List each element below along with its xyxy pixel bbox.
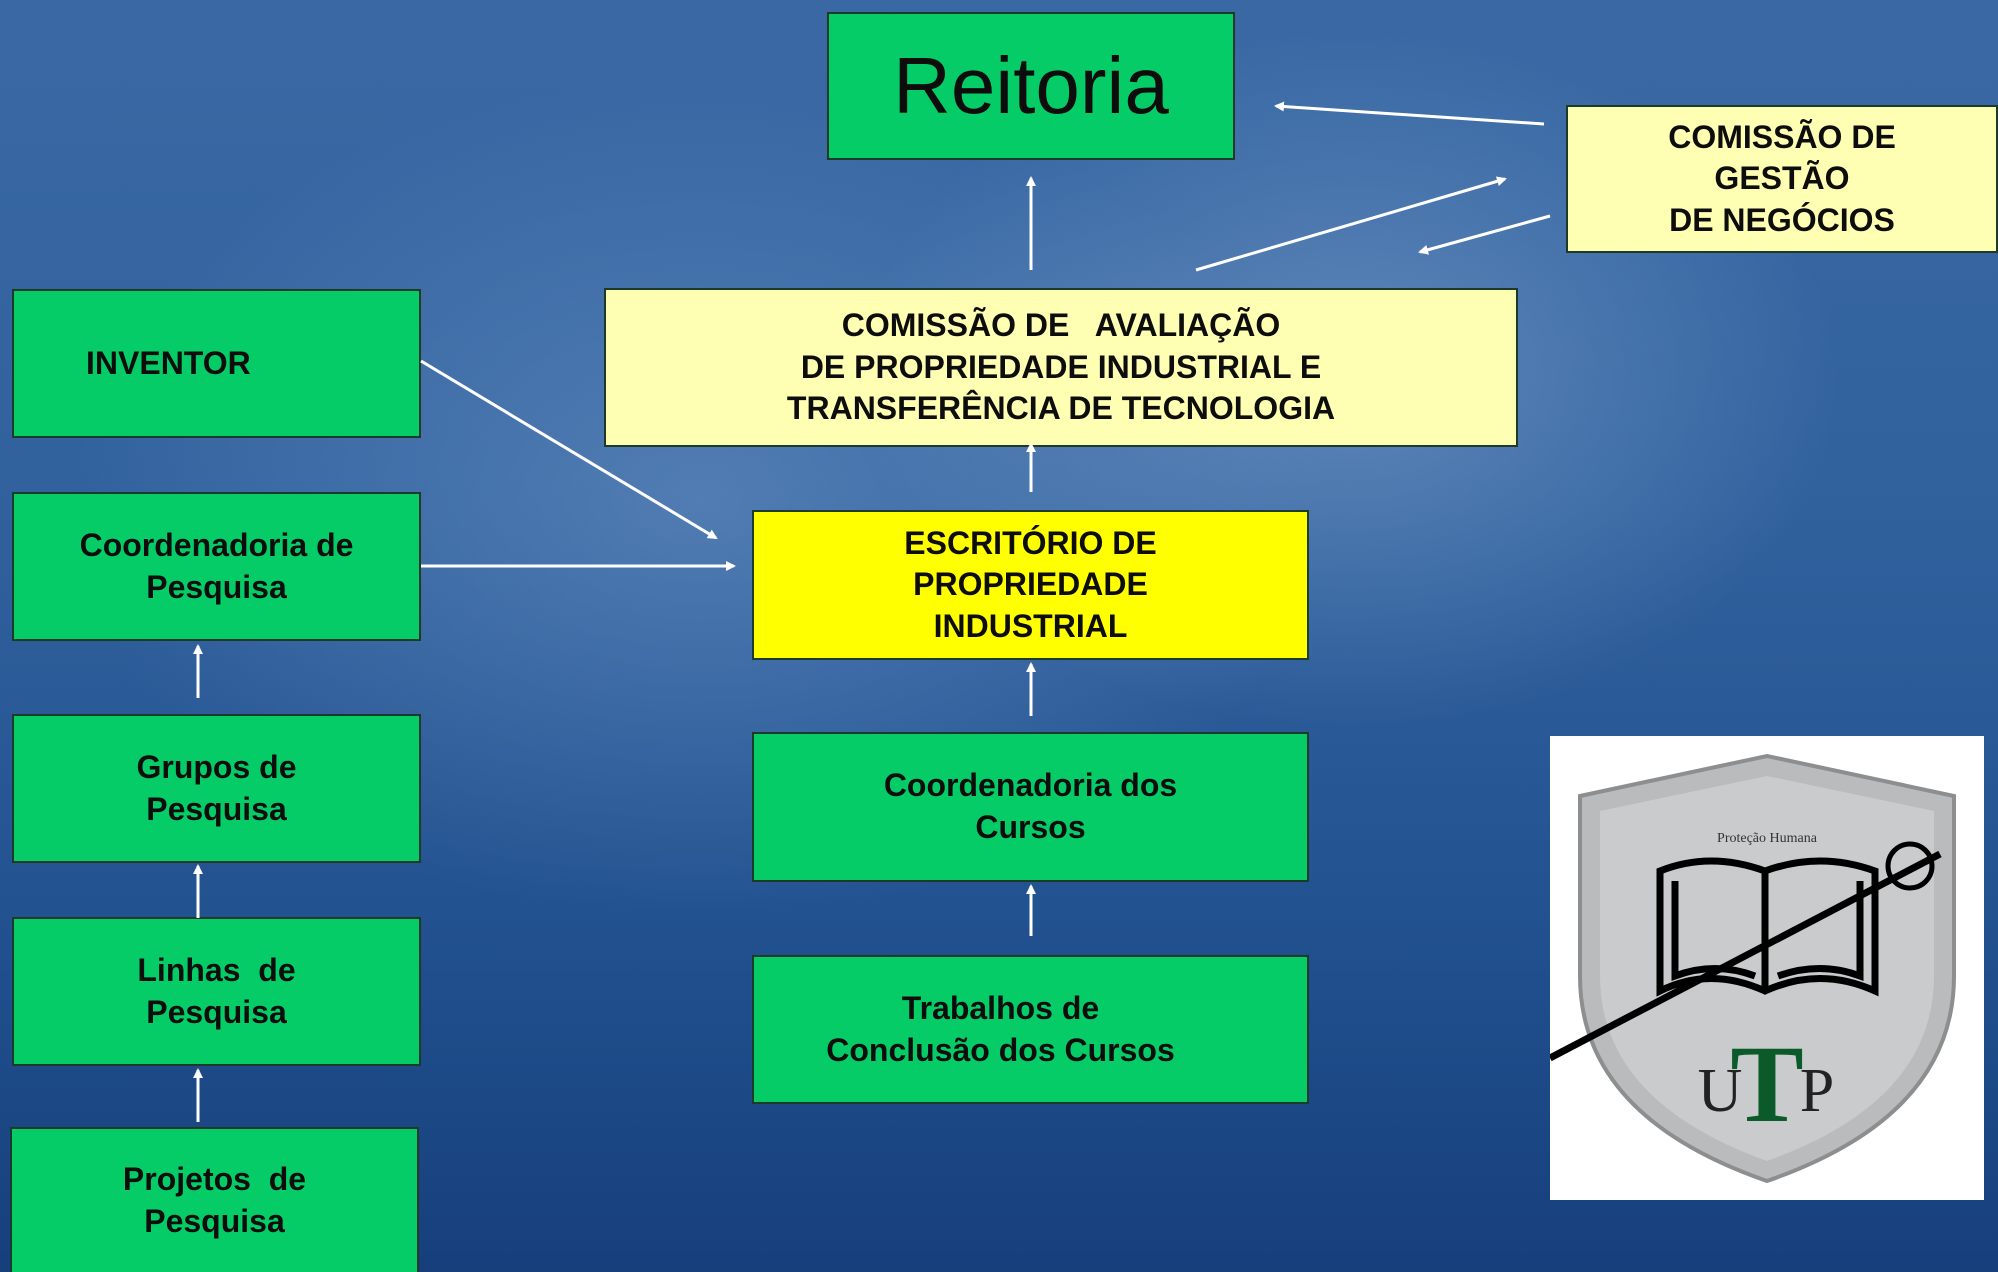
logo-letter-p: P <box>1800 1057 1834 1125</box>
trabalhos-conclusao-line-1: Trabalhos de <box>901 989 1100 1026</box>
comissao-avaliacao-line-2: DE PROPRIEDADE INDUSTRIAL E <box>800 348 1322 385</box>
arrow-avaliacao-to-gestao <box>1195 176 1507 272</box>
reitoria-label: Reitoria <box>893 41 1169 130</box>
comissao-gestao-line-2: GESTÃO <box>1714 160 1850 197</box>
projetos-pesquisa-line-1: Projetos de <box>122 1160 307 1197</box>
comissao-gestao-line-3: DE NEGÓCIOS <box>1669 201 1895 238</box>
coordenadoria-cursos-line-1: Coordenadoria dos <box>883 767 1178 804</box>
trabalhos-conclusao-line-2: Conclusão dos Cursos <box>826 1031 1175 1068</box>
escritorio-box: ESCRITÓRIO DE PROPRIEDADE INDUSTRIAL <box>752 510 1309 660</box>
projetos-pesquisa-line-2: Pesquisa <box>144 1202 285 1239</box>
comissao-avaliacao-box: COMISSÃO DE AVALIAÇÃO DE PROPRIEDADE IND… <box>604 288 1518 447</box>
arrow-gestao-to-reitoria <box>1274 101 1545 126</box>
escritorio-line-3: INDUSTRIAL <box>933 607 1128 644</box>
arrow-inventor-to-escritorio <box>420 359 718 540</box>
sword-icon <box>1548 841 1942 1062</box>
logo-banner-text: Proteção Humana <box>1717 831 1818 846</box>
reitoria-box: Reitoria <box>827 12 1235 160</box>
coordenadoria-pesquisa-line-2: Pesquisa <box>146 568 287 605</box>
trabalhos-conclusao-box: Trabalhos de Conclusão dos Cursos <box>752 955 1309 1104</box>
coordenadoria-pesquisa-line-1: Coordenadoria de <box>79 526 354 563</box>
comissao-gestao-box: COMISSÃO DE GESTÃO DE NEGÓCIOS <box>1566 105 1998 253</box>
logo-letter-t: T <box>1730 1023 1803 1145</box>
comissao-avaliacao-line-3: TRANSFERÊNCIA DE TECNOLOGIA <box>786 390 1336 427</box>
escritorio-line-2: PROPRIEDADE <box>913 566 1148 603</box>
inventor-box: INVENTOR <box>12 289 421 438</box>
grupos-pesquisa-box: Grupos de Pesquisa <box>12 714 421 863</box>
grupos-pesquisa-line-1: Grupos de <box>136 748 297 785</box>
projetos-pesquisa-box: Projetos de Pesquisa <box>10 1127 419 1272</box>
linhas-pesquisa-line-2: Pesquisa <box>146 993 287 1030</box>
utp-logo: Proteção Humana U T P <box>1548 736 1984 1200</box>
comissao-gestao-line-1: COMISSÃO DE <box>1668 118 1896 155</box>
arrow-gestao-to-avaliacao <box>1418 214 1551 255</box>
book-icon <box>1656 857 1879 997</box>
coordenadoria-cursos-box: Coordenadoria dos Cursos <box>752 732 1309 882</box>
coordenadoria-pesquisa-box: Coordenadoria de Pesquisa <box>12 492 421 641</box>
grupos-pesquisa-line-2: Pesquisa <box>146 790 287 827</box>
escritorio-line-1: ESCRITÓRIO DE <box>904 524 1157 561</box>
comissao-avaliacao-line-1: COMISSÃO DE AVALIAÇÃO <box>841 307 1281 344</box>
linhas-pesquisa-box: Linhas de Pesquisa <box>12 917 421 1066</box>
coordenadoria-cursos-line-2: Cursos <box>975 809 1086 845</box>
logo-letter-u: U <box>1698 1057 1743 1125</box>
utp-shield-emblem: Proteção Humana U T P <box>1548 753 1956 1184</box>
linhas-pesquisa-line-1: Linhas de <box>137 951 296 988</box>
inventor-label: INVENTOR <box>86 344 251 381</box>
